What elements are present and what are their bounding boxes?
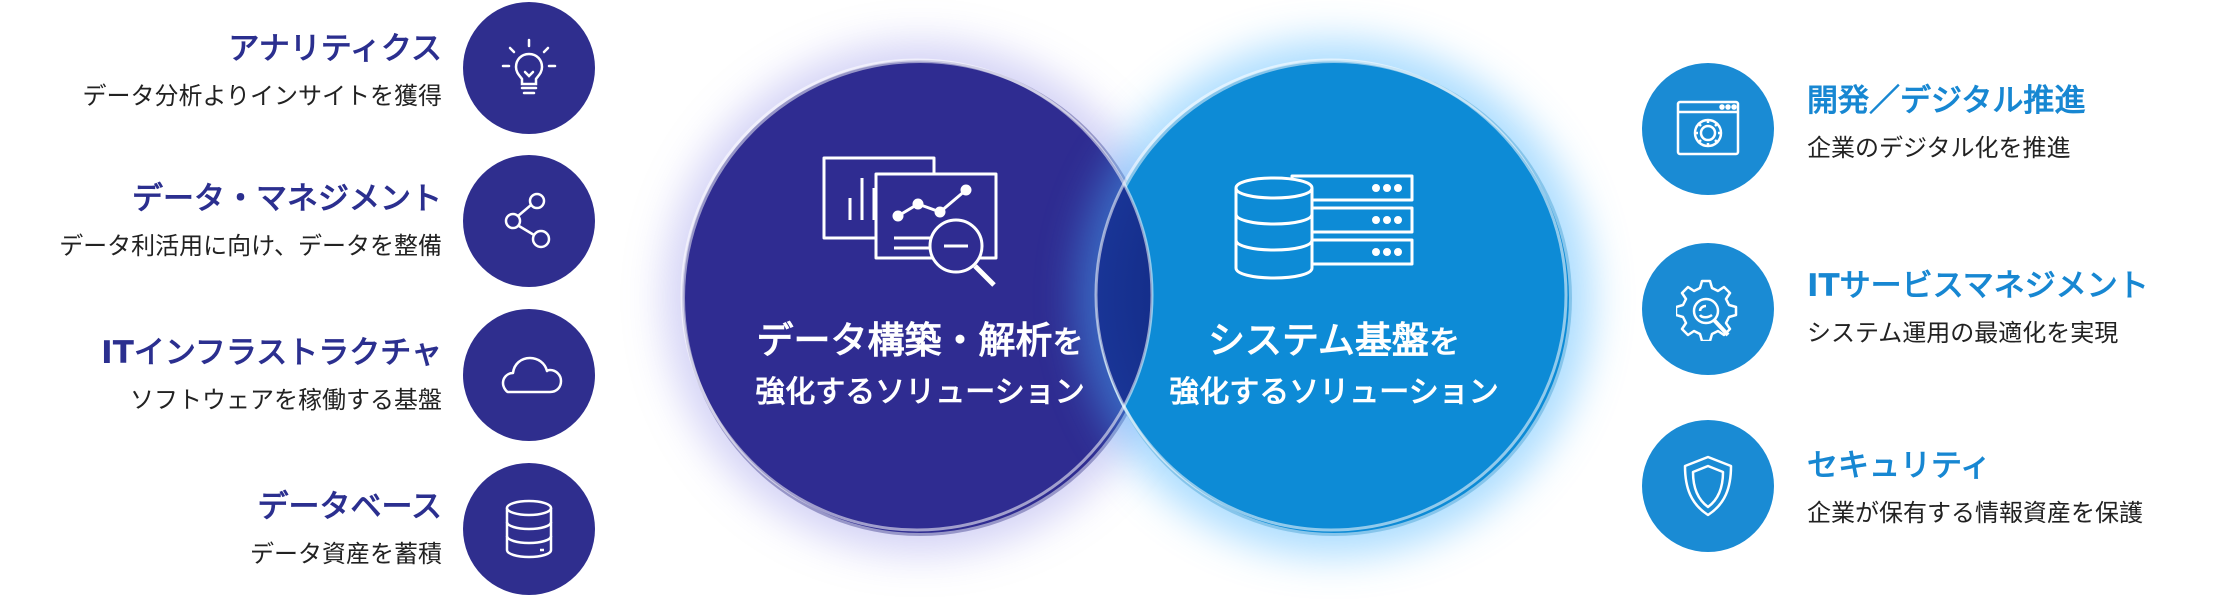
item-desc: データ分析よりインサイトを獲得	[82, 82, 442, 110]
gear-magnifier-icon	[1642, 243, 1774, 375]
item-title: ITインフラストラクチャ	[101, 335, 442, 371]
item-desc: ソフトウェアを稼働する基盤	[130, 386, 442, 414]
center-right-text: システム基盤を 強化するソリューション	[1099, 315, 1569, 417]
item-title: 開発／デジタル推進	[1807, 83, 2086, 119]
center-right-title: システム基盤	[1208, 319, 1429, 362]
item-desc: 企業が保有する情報資産を保護	[1807, 499, 2143, 527]
left-item-text: ITインフラストラクチャ ソフトウェアを稼働する基盤	[22, 332, 442, 418]
left-item-text: データベース データ資産を蓄積	[22, 486, 442, 572]
center-right-particle: を	[1428, 325, 1460, 361]
gear-window-icon	[1642, 63, 1774, 195]
item-title: データ・マネジメント	[132, 181, 442, 217]
left-item-text: データ・マネジメント データ利活用に向け、データを整備	[22, 178, 442, 264]
center-left-particle: を	[1052, 325, 1084, 361]
center-right-subtitle: 強化するソリューション	[1169, 375, 1499, 410]
item-title: データベース	[257, 489, 442, 525]
item-desc: システム運用の最適化を実現	[1807, 319, 2119, 347]
right-item-text: ITサービスマネジメント システム運用の最適化を実現	[1807, 265, 2240, 351]
shield-icon	[1642, 420, 1774, 552]
item-desc: データ資産を蓄積	[250, 540, 442, 568]
database-icon	[463, 463, 595, 595]
lightbulb-icon	[463, 2, 595, 134]
center-left-title: データ構築・解析	[756, 319, 1053, 362]
item-title: アナリティクス	[228, 31, 442, 67]
center-left-text: データ構築・解析を 強化するソリューション	[685, 315, 1155, 417]
left-item-text: アナリティクス データ分析よりインサイトを獲得	[22, 28, 442, 114]
share-nodes-icon	[463, 155, 595, 287]
server-database-icon	[1232, 168, 1422, 287]
chart-analysis-icon	[820, 150, 1010, 294]
item-desc: 企業のデジタル化を推進	[1807, 134, 2071, 162]
cloud-icon	[463, 309, 595, 441]
center-circle-system	[1096, 60, 1572, 536]
center-circle-data	[682, 60, 1158, 536]
item-title: ITサービスマネジメント	[1807, 268, 2149, 304]
right-item-text: 開発／デジタル推進 企業のデジタル化を推進	[1807, 80, 2240, 166]
right-item-text: セキュリティ 企業が保有する情報資産を保護	[1807, 445, 2240, 531]
item-desc: データ利活用に向け、データを整備	[59, 232, 442, 260]
center-left-subtitle: 強化するソリューション	[755, 375, 1085, 410]
item-title: セキュリティ	[1807, 448, 1992, 484]
